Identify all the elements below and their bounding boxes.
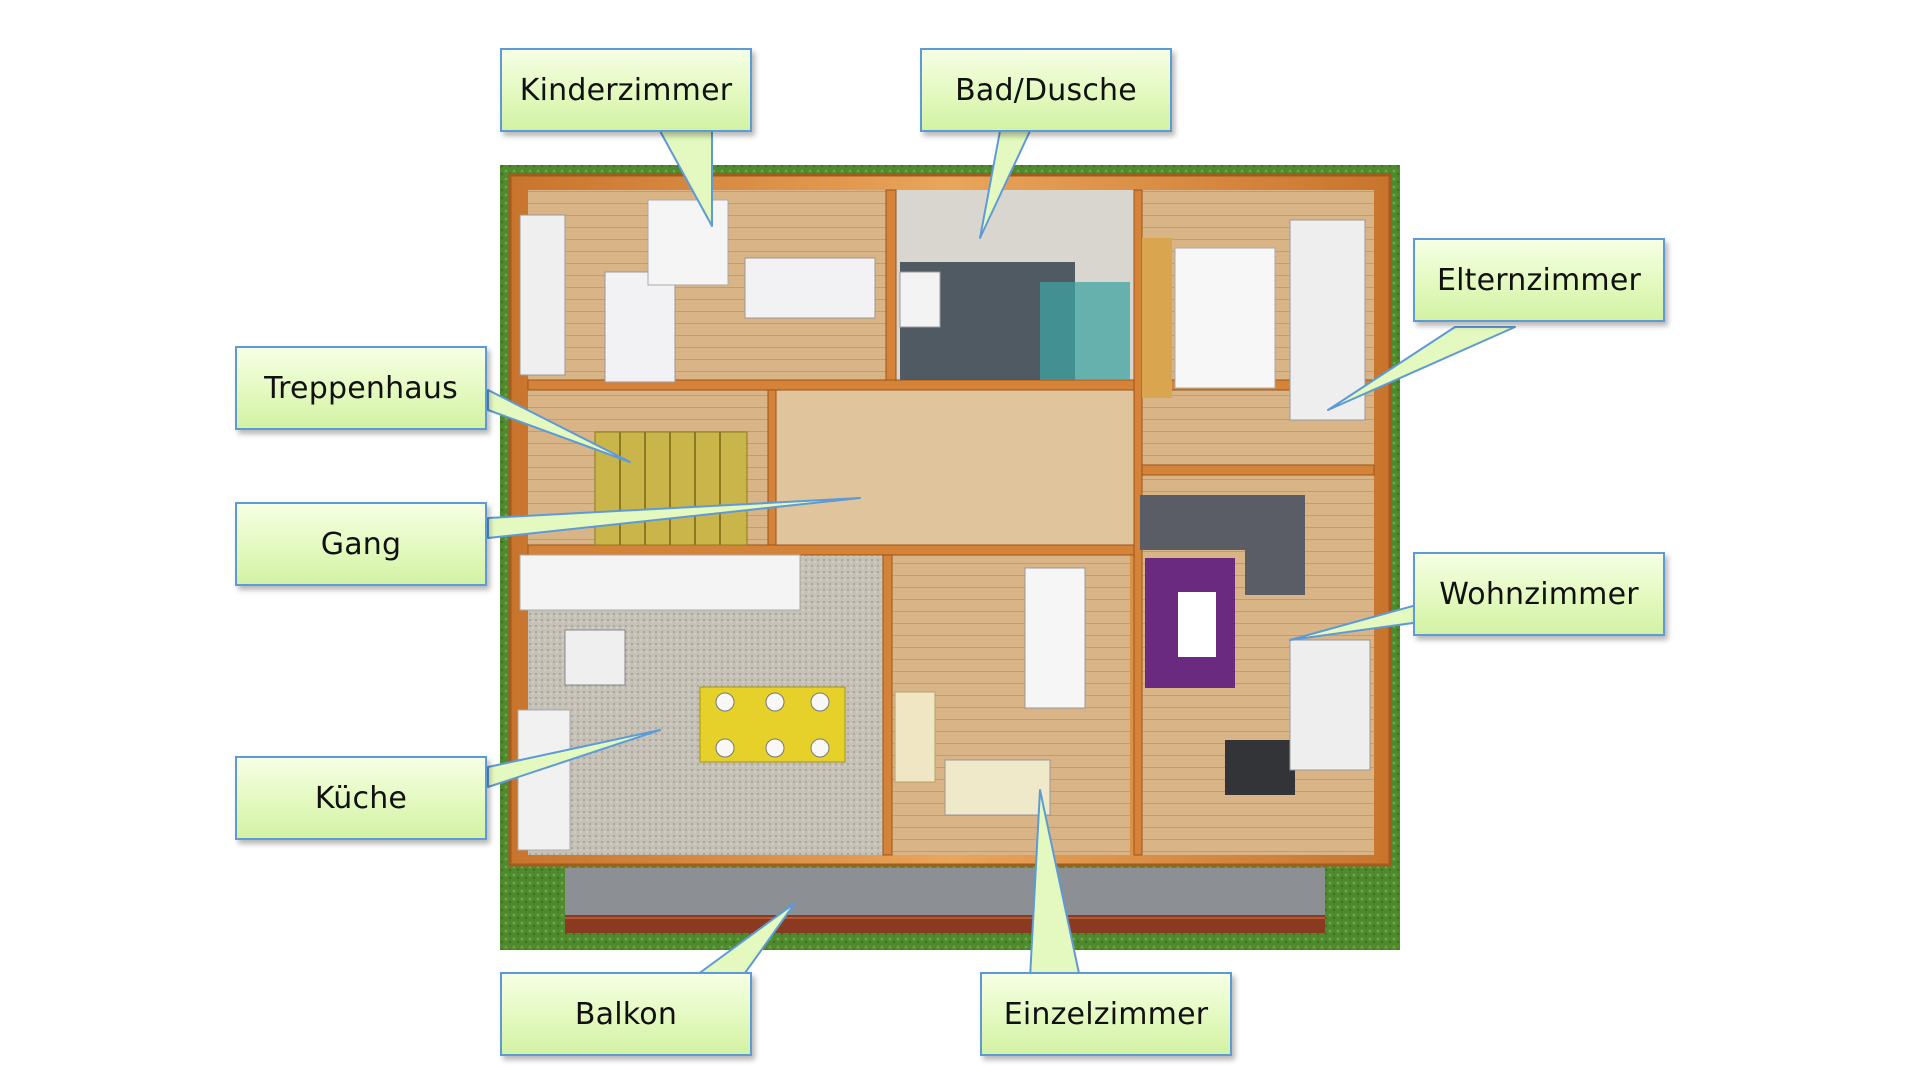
washbasin xyxy=(899,271,941,328)
sofa-side xyxy=(1245,550,1305,595)
curtains-elternzimmer xyxy=(1289,219,1366,421)
bed-elternzimmer xyxy=(1174,247,1276,389)
wall-v3 xyxy=(882,554,893,856)
wall-v1 xyxy=(885,189,897,381)
label-elternzimmer: Elternzimmer xyxy=(1413,238,1665,322)
radiator-einzelzimmer xyxy=(944,759,1051,816)
label-kueche: Küche xyxy=(235,756,487,840)
balcony-railing xyxy=(565,915,1325,933)
label-balkon: Balkon xyxy=(500,972,752,1056)
label-treppenhaus: Treppenhaus xyxy=(235,346,487,430)
wardrobe-kinderzimmer xyxy=(647,199,729,286)
coffee-table xyxy=(1178,592,1216,657)
sofa xyxy=(1140,495,1305,550)
label-wohnzimmer: Wohnzimmer xyxy=(1413,552,1665,636)
nightstand xyxy=(1142,238,1172,398)
wall-v4 xyxy=(767,389,777,546)
label-bad-dusche: Bad/Dusche xyxy=(920,48,1172,132)
pointer-treppenhaus xyxy=(487,389,631,463)
pointer-elternzimmer xyxy=(1327,326,1516,411)
tv xyxy=(1225,740,1295,795)
window-curtain-left xyxy=(519,214,566,376)
bed-kinderzimmer-1 xyxy=(604,271,676,383)
kitchen-counter-left xyxy=(517,709,571,851)
desk-einzelzimmer xyxy=(894,691,936,783)
bed-einzelzimmer xyxy=(1024,567,1086,709)
stove xyxy=(564,629,626,686)
label-gang: Gang xyxy=(235,502,487,586)
wall-h2 xyxy=(527,544,1135,556)
label-einzelzimmer: Einzelzimmer xyxy=(980,972,1232,1056)
room-gang xyxy=(776,390,1134,545)
bed-kinderzimmer-2 xyxy=(744,257,876,319)
wall-h3 xyxy=(1133,464,1375,476)
label-kinderzimmer: Kinderzimmer xyxy=(500,48,752,132)
curtains-wohnzimmer xyxy=(1289,639,1371,771)
pointer-kueche xyxy=(487,729,661,788)
kitchen-counter-top xyxy=(519,554,801,611)
pointer-gang xyxy=(487,497,861,539)
shower-cabin xyxy=(1040,282,1130,380)
